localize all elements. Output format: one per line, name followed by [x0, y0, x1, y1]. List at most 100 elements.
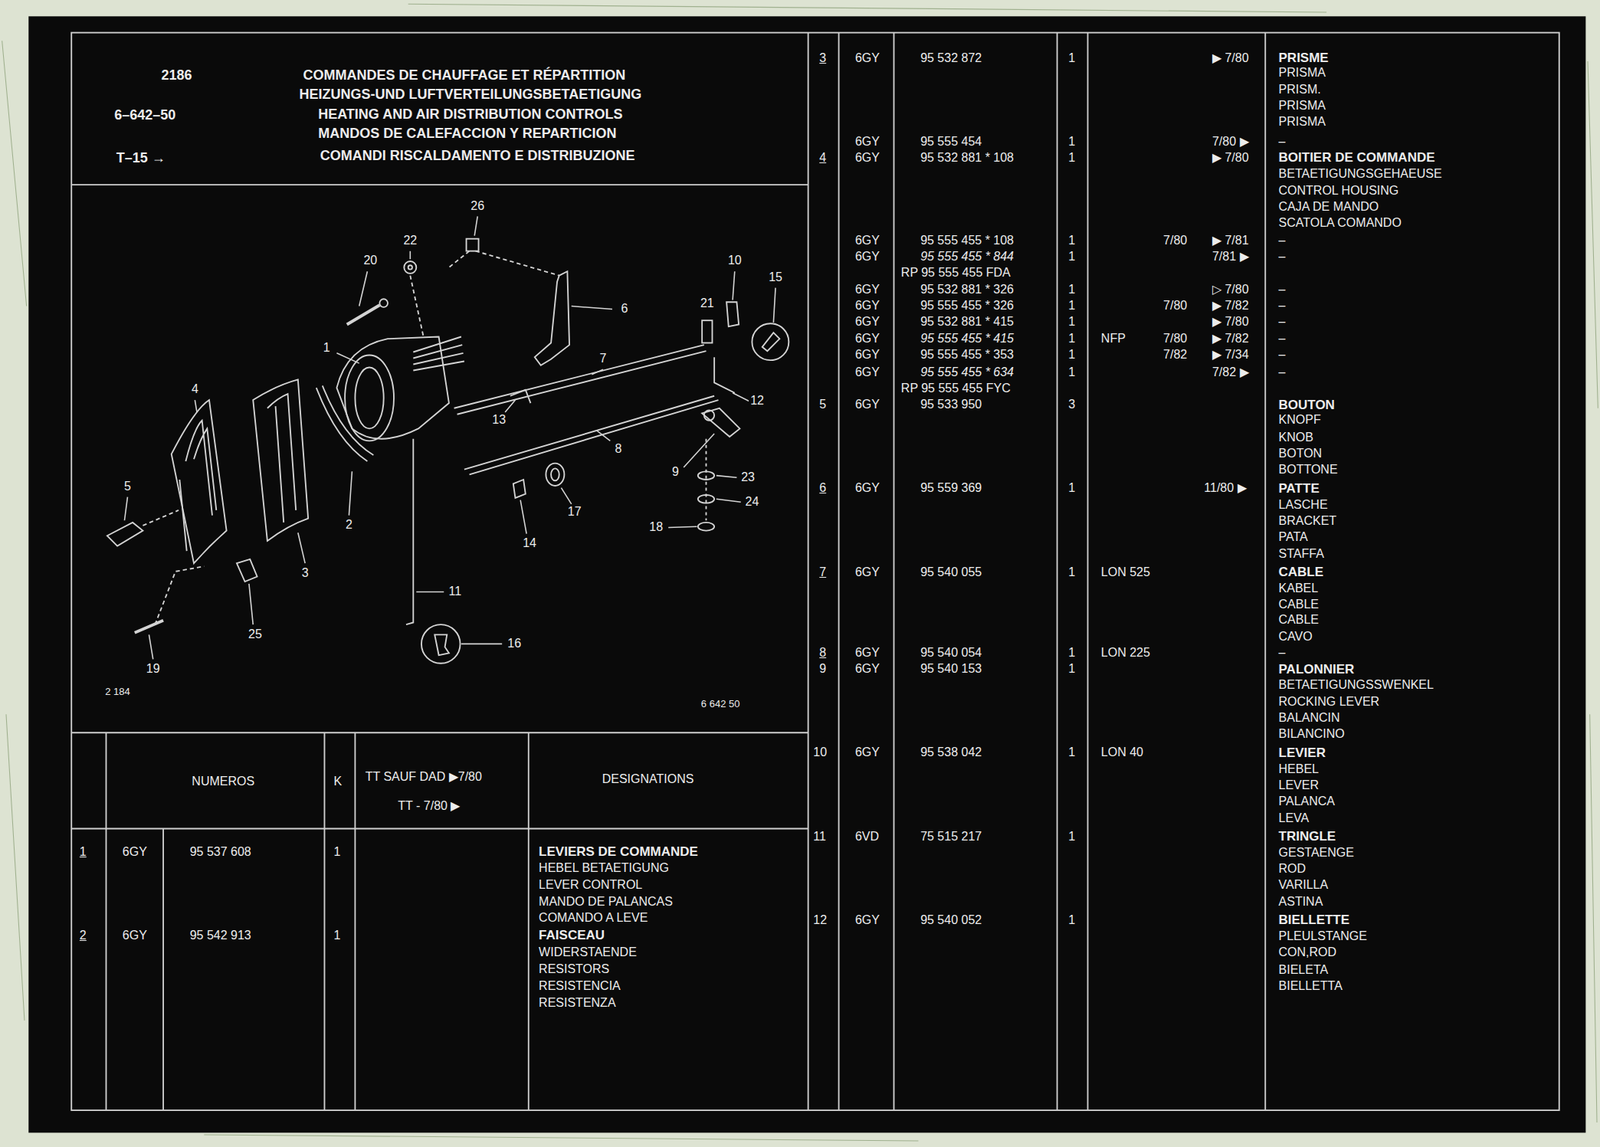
callout-number: 4 [190, 383, 200, 397]
exploded-illustration [316, 385, 374, 462]
table-cell: PRISMA [1278, 115, 1326, 129]
part-number: 95 555 455 * 844 [920, 250, 1014, 264]
exploded-illustration [409, 275, 423, 338]
table-cell: LEVER CONTROL [538, 878, 643, 892]
exploded-illustration [347, 304, 381, 325]
exploded-illustration [726, 301, 739, 327]
table-grid [354, 732, 356, 1111]
page-reference: T–15 → [116, 150, 166, 166]
table-cell: RP 95 555 455 FDA [901, 266, 1011, 280]
diagram-title: COMMANDES DE CHAUFFAGE ET RÉPARTITION [303, 68, 627, 83]
table-grid [105, 732, 108, 1111]
callout-number: 19 [144, 662, 162, 676]
table-cell: – [1278, 283, 1286, 297]
exploded-illustration [510, 390, 532, 404]
table-cell: 6GY [855, 250, 880, 264]
part-name: LEVIER [1278, 746, 1326, 761]
table-cell: HEBEL [1278, 763, 1319, 777]
part-name: BOUTON [1278, 398, 1335, 413]
table-cell: WIDERSTAENDE [538, 946, 637, 960]
table-cell: BETAETIGUNGSSWENKEL [1278, 678, 1434, 692]
item-index: 3 [819, 52, 827, 66]
table-cell: LON 225 [1101, 646, 1151, 660]
item-index: 2 [79, 929, 87, 943]
callout-number: 24 [744, 495, 761, 509]
table-cell: 95 532 881 * 108 [920, 151, 1014, 165]
table-grid [1087, 32, 1089, 1111]
callout-number: 18 [647, 521, 665, 535]
table-cell: PRISMA [1278, 66, 1326, 80]
table-cell: 95 537 608 [190, 845, 252, 860]
table-cell: CABLE [1278, 598, 1319, 612]
table-cell: 1 [1068, 234, 1076, 248]
table-cell: 7/81 ▶ [1212, 250, 1250, 264]
table-cell: – [1278, 234, 1286, 248]
table-cell: NFP [1101, 332, 1126, 346]
table-cell: 1 [1068, 283, 1076, 297]
table-cell: SCATOLA COMANDO [1278, 216, 1402, 230]
leader-line [124, 216, 776, 660]
callout-number: 26 [468, 200, 486, 214]
table-cell: ▶ 7/81 [1212, 234, 1250, 248]
table-cell: GESTAENGE [1278, 846, 1355, 860]
table-cell: 6GY [855, 566, 880, 580]
table-cell: BOTON [1278, 447, 1323, 461]
table-cell: 1 [1068, 151, 1076, 165]
table-cell: RP 95 555 455 FYC [901, 382, 1011, 396]
table-cell: ▶ 7/34 [1212, 348, 1250, 362]
exploded-illustration [354, 367, 384, 429]
table-cell: – [1278, 366, 1286, 380]
table-cell: 95 532 881 * 326 [920, 283, 1014, 297]
table-cell: – [1278, 348, 1286, 362]
table-cell: – [1278, 299, 1286, 313]
table-cell: 7/80 [1163, 234, 1187, 248]
exploded-illustration [171, 400, 227, 564]
table-cell: CAVO [1278, 630, 1313, 644]
table-cell: 1 [1068, 315, 1076, 329]
table-cell: RESISTORS [538, 963, 610, 977]
table-cell: 6GY [855, 746, 880, 760]
table-cell: BILANCINO [1278, 727, 1345, 741]
table-cell: 1 [1068, 348, 1076, 362]
film-ground [2, 3, 1599, 1141]
table-cell: 7/80 [1163, 332, 1187, 346]
table-cell: PLEULSTANGE [1278, 930, 1368, 944]
callout-number: 9 [670, 465, 681, 479]
part-name: CABLE [1278, 565, 1325, 580]
table-cell: 1 [1068, 250, 1076, 264]
exploded-illustration [421, 624, 461, 664]
table-cell: 6GY [855, 283, 880, 297]
table-cell: KNOPF [1278, 413, 1322, 427]
table-grid [71, 32, 1560, 1111]
table-cell: ROD [1278, 862, 1307, 876]
table-cell: ▶ 7/80 [1212, 315, 1250, 329]
table-cell: 1 [1068, 332, 1076, 346]
table-cell: 1 [333, 845, 341, 860]
column-header: TT - 7/80 ▶ [397, 800, 460, 814]
callout-number: 25 [246, 628, 264, 642]
table-cell: 7/82 ▶ [1212, 366, 1250, 380]
part-number: 95 555 455 * 634 [920, 366, 1014, 380]
figure-number: 6 642 50 [701, 698, 741, 710]
table-cell: 95 542 913 [190, 929, 252, 943]
figure-number: 2 184 [104, 686, 131, 698]
exploded-illustration [267, 393, 296, 523]
table-cell: 95 540 153 [920, 662, 982, 676]
callout-number: 7 [598, 352, 609, 366]
table-cell: 95 555 455 * 108 [920, 234, 1014, 248]
table-cell: BALANCIN [1278, 711, 1341, 725]
table-cell: 6GY [122, 929, 148, 943]
callout-number: 1 [321, 341, 332, 355]
table-cell: ▷ 7/80 [1212, 283, 1250, 297]
table-cell: 7/82 [1163, 348, 1187, 362]
table-cell: ▶ 7/80 [1212, 52, 1250, 66]
item-index: 6 [819, 481, 827, 496]
table-cell: 95 555 455 * 326 [920, 299, 1014, 313]
table-cell: 95 540 054 [920, 646, 982, 660]
callout-number: 22 [401, 234, 419, 248]
table-cell: BIELLETTA [1278, 980, 1343, 994]
table-cell: 95 555 454 [920, 135, 982, 149]
column-header: K [333, 775, 342, 789]
table-cell: RESISTENCIA [538, 980, 621, 994]
